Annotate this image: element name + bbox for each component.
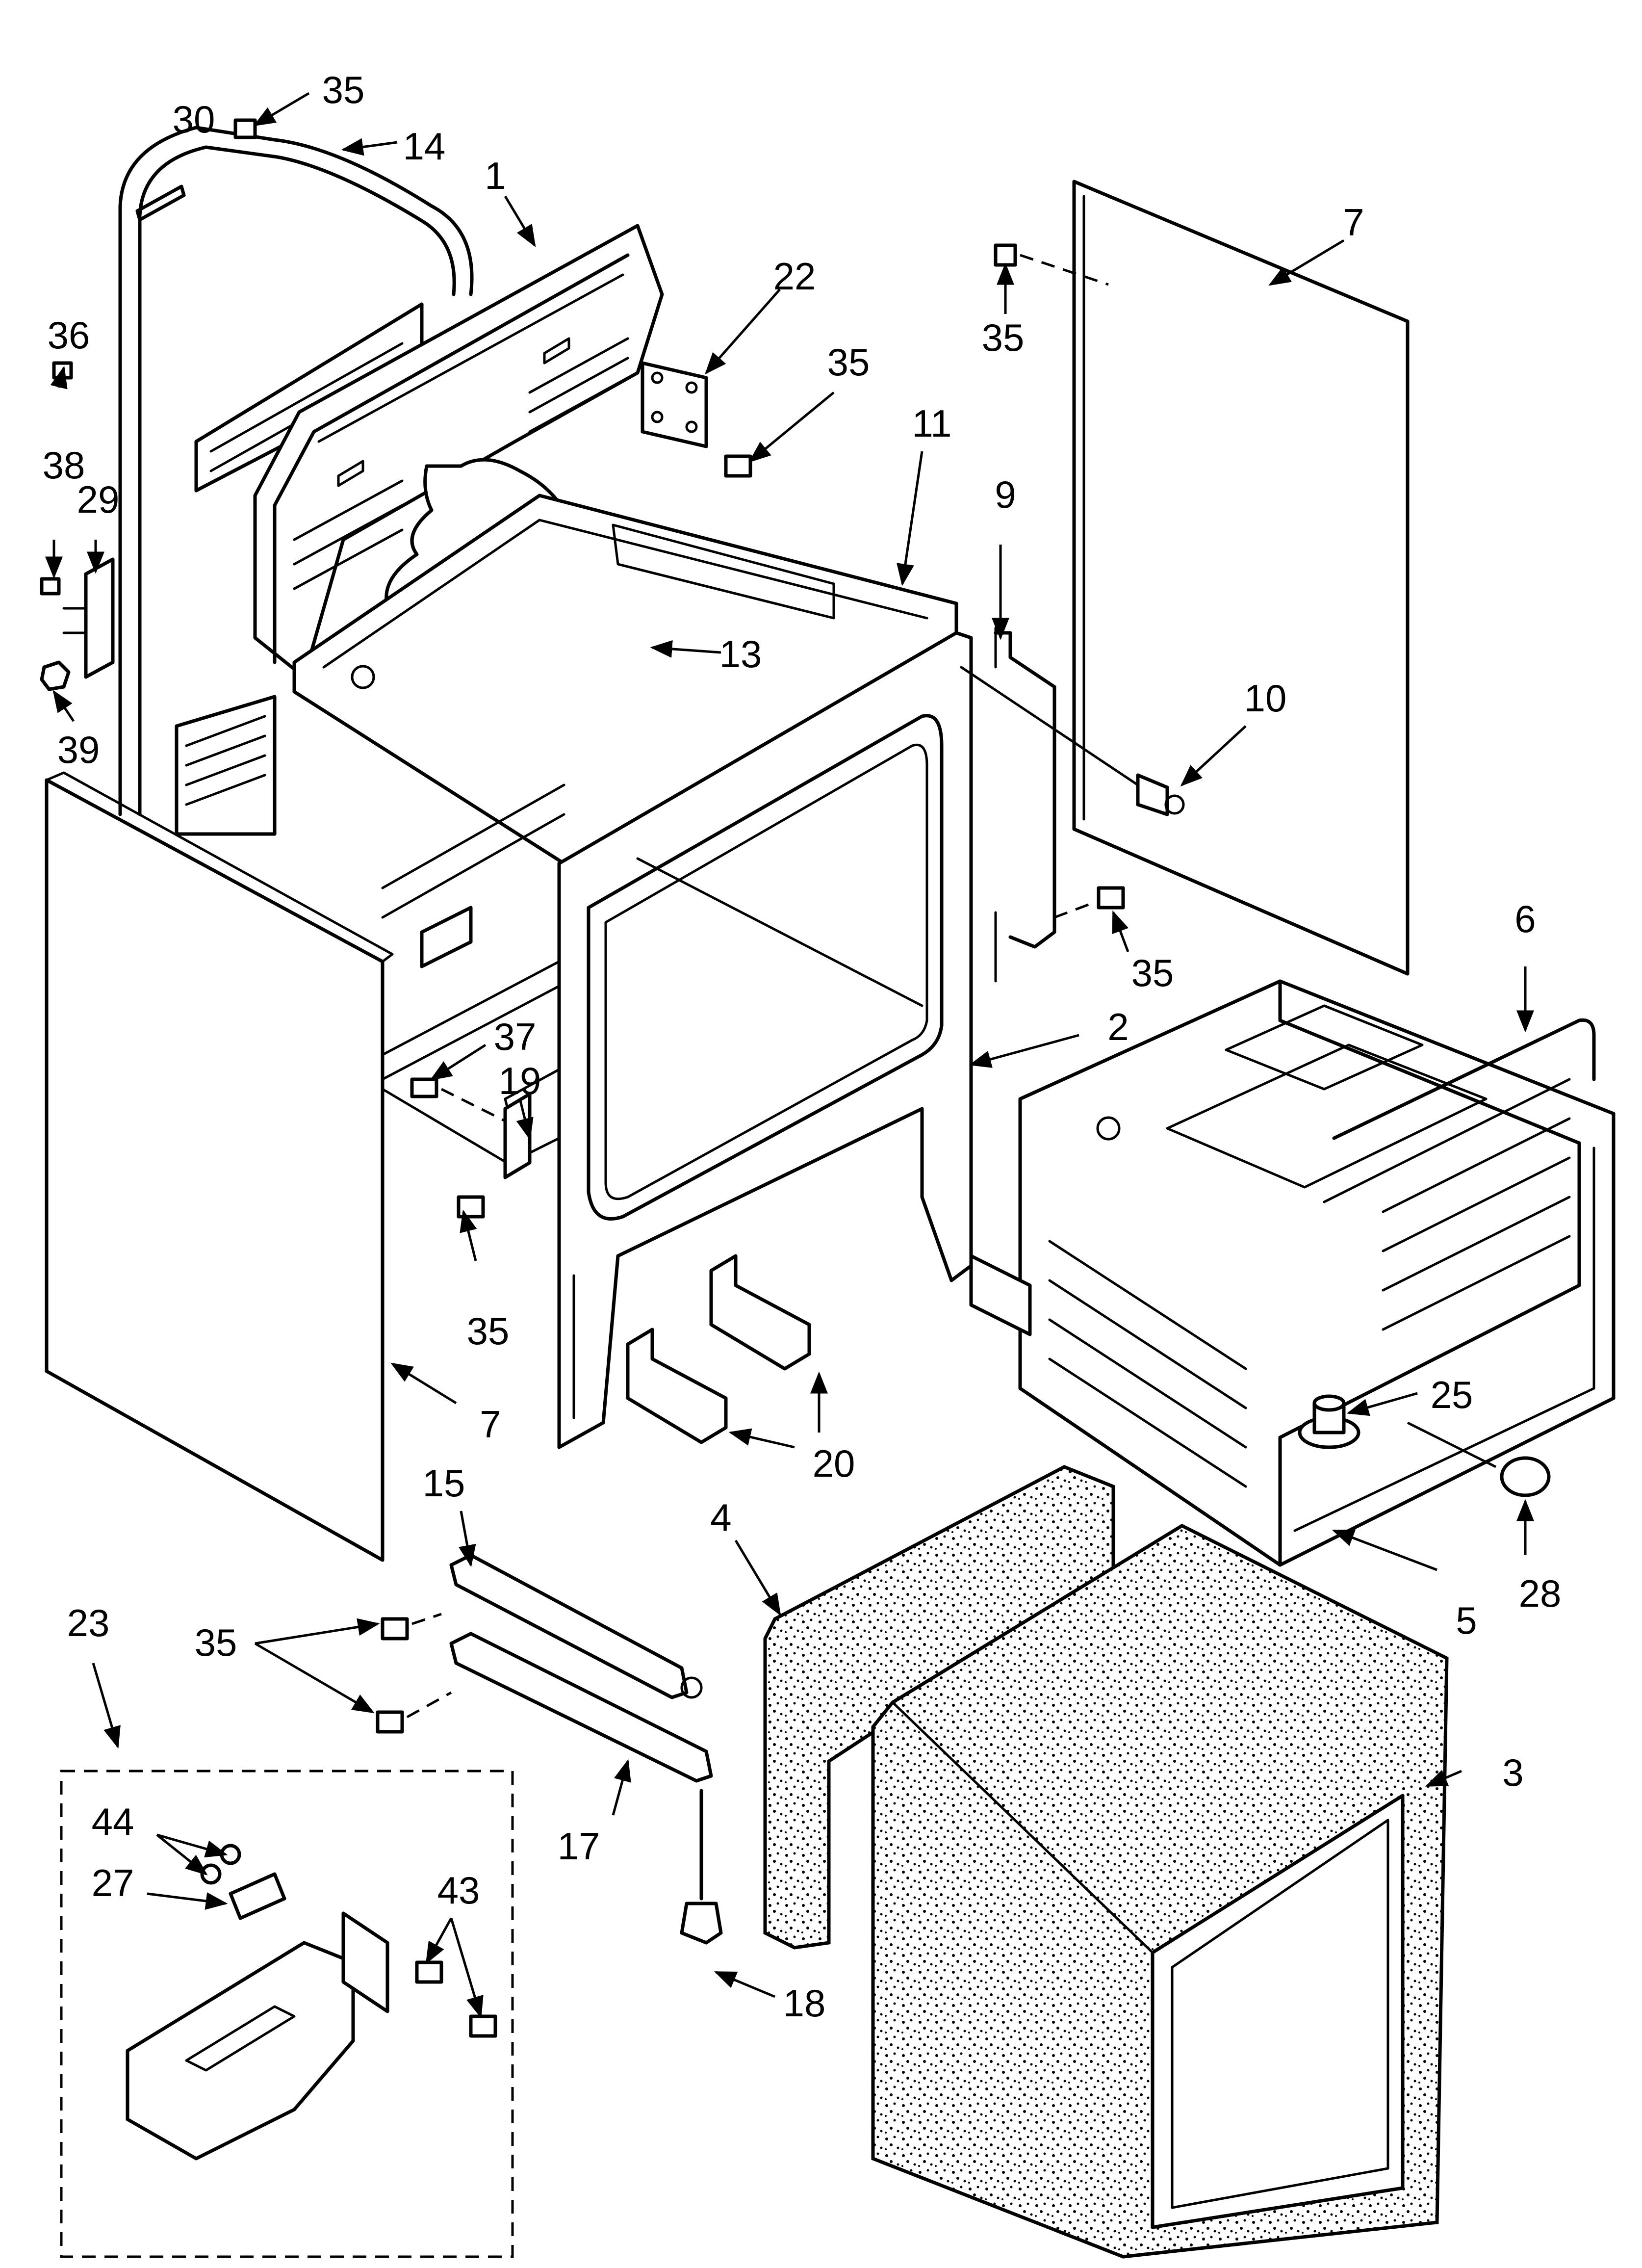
callout-labels: 35 30 14 1 7 22 35 35 36 11 38 29 9 13 1… (43, 68, 1562, 2025)
callout-18: 18 (783, 1981, 826, 2025)
callout-37: 37 (494, 1015, 537, 1058)
callout-15: 15 (423, 1461, 465, 1505)
screw-38 (40, 577, 61, 596)
screw-37 (410, 1077, 511, 1125)
callout-19: 19 (499, 1059, 541, 1102)
callout-43: 43 (437, 1869, 480, 1912)
kit-screws-43 (415, 1960, 497, 2038)
mounting-bracket-upper (709, 1254, 811, 1371)
oven-cavity (1018, 979, 1616, 1567)
rail-screws (376, 1613, 452, 1734)
side-switch (960, 666, 1185, 816)
right-side-panel (1072, 180, 1410, 976)
callout-20: 20 (813, 1442, 855, 1485)
callout-25: 25 (1431, 1373, 1473, 1416)
callout-13: 13 (719, 632, 762, 676)
knob-28 (1500, 1456, 1551, 1497)
lower-left-frame (381, 906, 561, 1169)
callout-2: 2 (1107, 1005, 1129, 1048)
callout-3: 3 (1502, 1751, 1523, 1794)
nut-39 (40, 660, 71, 691)
callout-35-top: 35 (322, 68, 365, 111)
callout-5: 5 (1456, 1599, 1477, 1642)
callout-35-bracket: 35 (1131, 951, 1174, 994)
callout-10: 10 (1244, 677, 1287, 720)
oven-rack-rail (1332, 1018, 1596, 1140)
callout-35-rails: 35 (195, 1621, 237, 1664)
terminal-block (62, 557, 115, 679)
rear-frame-loop (118, 126, 474, 816)
callout-35-panel: 35 (982, 316, 1025, 359)
bracket-19 (503, 1092, 532, 1179)
insulation-box (871, 1524, 1449, 2259)
callout-7-left: 7 (480, 1403, 501, 1446)
callout-23: 23 (67, 1601, 110, 1644)
screw-35-lower (457, 1195, 485, 1219)
screw-35-top (233, 118, 257, 139)
callout-4: 4 (710, 1496, 731, 1539)
callout-7-right: 7 (1343, 201, 1364, 244)
kit-bracket (126, 1911, 389, 2161)
kit-box (60, 1770, 514, 2258)
leader-lines (45, 92, 1534, 2019)
callout-35-hinge: 35 (827, 340, 870, 384)
left-side-panel (45, 771, 394, 1562)
callout-28: 28 (1519, 1572, 1562, 1615)
leveling-leg (680, 1789, 723, 1945)
callout-35-lower: 35 (467, 1309, 510, 1353)
callout-36: 36 (48, 313, 90, 357)
hinge-plate (641, 361, 708, 448)
callout-6: 6 (1514, 897, 1536, 940)
screw-35-hinge (724, 454, 752, 478)
screw-35-panel (994, 243, 1109, 286)
callout-39: 39 (57, 728, 100, 771)
rail-17 (449, 1632, 713, 1783)
insulation-wrap (763, 1465, 1115, 1950)
cavity-bracket (969, 1254, 1032, 1336)
callout-30: 30 (173, 98, 215, 141)
screw-35-bracket (1054, 886, 1125, 919)
strip-part (135, 184, 186, 222)
callout-27: 27 (92, 1861, 134, 1904)
callout-11: 11 (912, 402, 952, 445)
callout-38: 38 (43, 443, 85, 487)
callout-1: 1 (485, 154, 506, 197)
callout-29: 29 (77, 478, 120, 521)
main-chassis (381, 631, 973, 1449)
callout-14: 14 (403, 125, 446, 168)
callout-17: 17 (558, 1825, 600, 1868)
callout-22: 22 (773, 255, 816, 298)
kit-nuts-44 (200, 1844, 241, 1885)
element-25 (1298, 1394, 1360, 1449)
callout-9: 9 (995, 473, 1016, 516)
upper-cabinet (253, 224, 664, 679)
mounting-bracket-lower (626, 1328, 728, 1444)
kit-switch-27 (229, 1872, 286, 1920)
side-bracket (994, 626, 1056, 983)
callout-44: 44 (92, 1800, 134, 1843)
